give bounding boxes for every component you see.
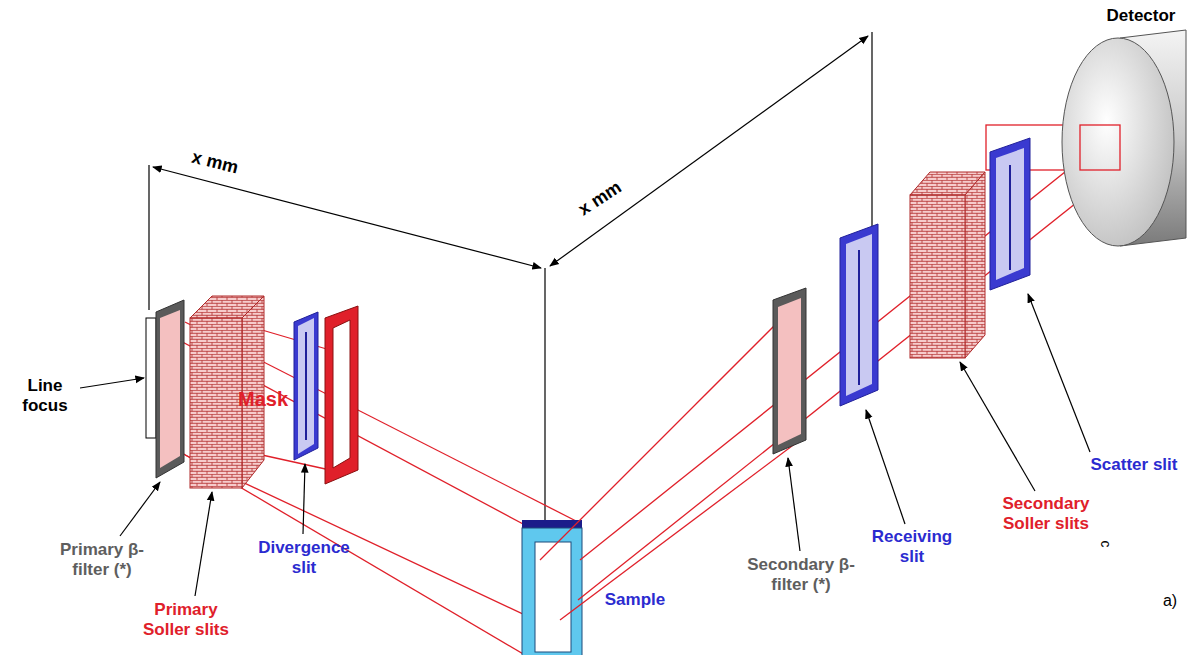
part-label: Mask [228,388,298,411]
part-label: Divergence slit [250,538,358,577]
mask-window [333,320,350,468]
receiving-slit-face [846,234,872,396]
scatter-slit-face [996,148,1024,280]
divergence-slit [294,312,318,460]
line-focus [146,318,156,438]
part-label: Line focus [14,376,76,415]
sample-window [535,542,571,652]
mask-frame [325,306,358,484]
slot [1009,165,1011,270]
leader-lines [80,294,1090,596]
soller-front [910,195,965,358]
slot [305,332,307,440]
part-label: c [1098,536,1114,552]
part-label: Primary β-filter (*) [46,540,158,579]
beta-filter-frame [773,288,806,454]
part-label: x mm [561,168,639,229]
receiving-slit [840,224,878,406]
part-label: Scatter slit [1084,455,1184,475]
sample-holder [522,528,582,655]
part-label: Secondary Soller slits [990,494,1102,533]
part-label: Sample [590,590,680,610]
detector-face [1062,38,1174,246]
part-label: Primary Soller slits [130,600,242,639]
beta-filter-frame [156,300,184,478]
part-label: Secondary β-filter (*) [742,555,860,594]
divergence-slit-face [298,318,314,454]
part-label: a) [1156,592,1184,610]
beta-filter-foil [160,310,180,468]
part-label: Detector [1096,6,1186,26]
dimension-lines [149,32,872,520]
scatter-slit [990,138,1030,290]
part-label: Receiving slit [862,527,962,566]
beam-window [1080,125,1120,170]
slot [858,250,860,385]
diffracted-beam [540,125,1120,620]
soller-front [190,318,242,488]
beta-filter-foil [778,298,801,445]
soller-side [965,172,985,358]
